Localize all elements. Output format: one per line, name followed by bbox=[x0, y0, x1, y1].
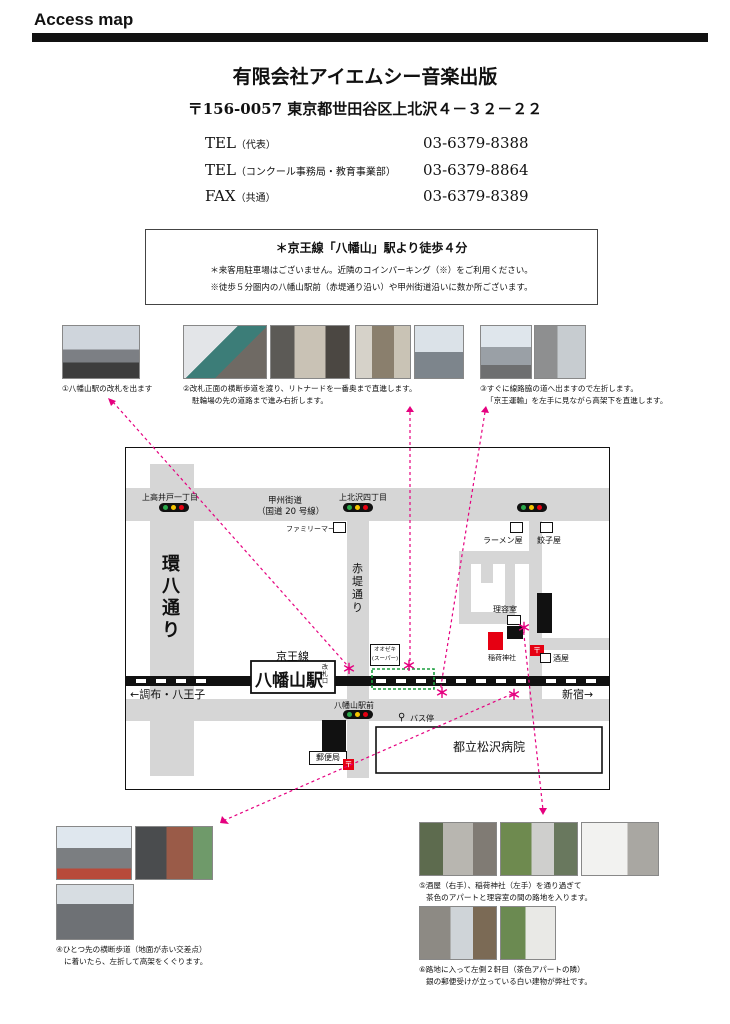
step1-caption: ①八幡山駅の改札を出ます bbox=[62, 384, 153, 393]
label-keio-line: 京王線 bbox=[276, 650, 309, 663]
step6-caption: ⑥路地に入って左側２軒目（茶色アパートの隣） bbox=[419, 965, 585, 974]
side-road-3 bbox=[459, 551, 471, 621]
side-road-4 bbox=[505, 551, 515, 621]
building-apartment bbox=[537, 593, 552, 633]
label-supermarket: (スーパー) bbox=[371, 656, 399, 662]
step6-photo-2 bbox=[500, 906, 556, 960]
bus-stop-icon: ⚲ bbox=[398, 712, 406, 723]
post-office: 郵便局 bbox=[309, 751, 347, 765]
label-ozeki: オオゼキ bbox=[373, 647, 396, 653]
page-heading: Access map bbox=[34, 10, 134, 29]
contact-number[interactable]: 03-6379-8388 bbox=[423, 134, 529, 152]
contact-number[interactable]: 03-6379-8389 bbox=[423, 187, 529, 205]
label-ramen: ラーメン屋 bbox=[483, 536, 523, 545]
contact-label: FAX bbox=[205, 187, 236, 205]
step6-photo-1 bbox=[419, 906, 497, 960]
step4-caption: ④ひとつ先の横断歩道（地面が赤い交差点） bbox=[56, 945, 207, 954]
step2-caption-2: 駐輪場の先の道路まで進み右折します。 bbox=[192, 396, 328, 405]
railway-keio bbox=[126, 676, 609, 686]
step4-caption-2: に着いたら、左折して高架をくぐります。 bbox=[64, 957, 208, 966]
route-point-icon: ＊ bbox=[507, 688, 521, 704]
step5-photo-1 bbox=[419, 822, 497, 876]
notice-coin-parking: ※徒歩５分圏内の八幡山駅前（赤堤通り沿い）や甲州街道沿いに数か所ございます。 bbox=[210, 283, 533, 293]
barber-icon bbox=[507, 615, 521, 625]
ramen-shop-icon bbox=[510, 522, 523, 533]
step5-photo-3 bbox=[581, 822, 659, 876]
company-building bbox=[488, 632, 503, 650]
label-ticket-gate: 改札口 bbox=[322, 664, 329, 685]
contact-note: （代表） bbox=[235, 140, 276, 151]
ritonado-area bbox=[371, 668, 435, 690]
route-point-icon: ＊ bbox=[342, 662, 356, 678]
company-name: 有限会社アイエムシー音楽出版 bbox=[232, 66, 498, 88]
step1-photo bbox=[62, 325, 140, 379]
contact-label: TEL bbox=[205, 134, 236, 152]
label-chofu-direction: ←調布・八王子 bbox=[130, 688, 206, 701]
step2-photo-4 bbox=[414, 325, 464, 379]
label-sakaya: 酒屋 bbox=[553, 654, 569, 663]
contact-tel-main: TEL（代表） 03-6379-8388 bbox=[205, 134, 529, 152]
notice-main: ＊京王線「八幡山」駅より徒歩４分 bbox=[275, 241, 468, 255]
building-post-block bbox=[322, 720, 346, 752]
label-ekimae: 八幡山駅前 bbox=[334, 701, 374, 710]
station-name: 八幡山駅 bbox=[255, 671, 323, 691]
gyoza-shop-icon bbox=[540, 522, 553, 533]
step3-photo-1 bbox=[480, 325, 532, 379]
label-kamitakaido: 上高井戸一丁目 bbox=[142, 493, 198, 502]
step4-photo-2 bbox=[135, 826, 213, 880]
heading-underline bbox=[32, 33, 708, 42]
step3-caption-2: 「京王運輸」を左手に見ながら高架下を直進します。 bbox=[486, 396, 668, 405]
company-address: 〒156-0057 東京都世田谷区上北沢４－３２－２２ bbox=[187, 100, 543, 118]
label-gyoza: 餃子屋 bbox=[537, 536, 561, 545]
label-riyoshitsu: 理容室 bbox=[493, 605, 517, 614]
notice-box: ＊京王線「八幡山」駅より徒歩４分 ＊来客用駐車場はございません。近隣のコインパー… bbox=[145, 229, 598, 305]
familymart-icon bbox=[333, 522, 346, 533]
label-shinjuku-direction: 新宿→ bbox=[562, 688, 594, 701]
label-hospital: 都立松沢病院 bbox=[452, 740, 525, 754]
building-shrine-block bbox=[507, 626, 523, 639]
notice-parking: ＊来客用駐車場はございません。近隣のコインパーキング（※）をご利用ください。 bbox=[210, 266, 533, 276]
route-point-icon: ＊ bbox=[517, 621, 531, 637]
label-route-20: （国道 20 号線） bbox=[257, 507, 325, 517]
traffic-light-icon bbox=[343, 503, 373, 512]
route-point-icon: ＊ bbox=[435, 686, 449, 702]
label-bus-stop: バス停 bbox=[410, 714, 434, 723]
label-akazutsumi: 赤堤通り bbox=[352, 562, 363, 614]
contact-tel-contest: TEL（コンクール事務局・教育事業部） 03-6379-8864 bbox=[205, 161, 529, 179]
ozeki-supermarket: オオゼキ (スーパー) bbox=[370, 644, 400, 666]
label-kamikitazawa: 上北沢四丁目 bbox=[339, 493, 387, 502]
step6-caption-2: 銀の郵便受けが立っている白い建物が弊社です。 bbox=[426, 977, 592, 986]
akazutsumi-road bbox=[347, 488, 369, 778]
step3-caption: ③すぐに線路脇の道へ出ますので左折します。 bbox=[480, 384, 638, 393]
step3-photo-2 bbox=[534, 325, 586, 379]
traffic-light-icon bbox=[343, 710, 373, 719]
post-office-icon: 〒 bbox=[343, 759, 354, 770]
step5-caption-2: 茶色のアパートと理容室の間の路地を入ります。 bbox=[426, 893, 593, 902]
step5-caption: ⑤酒屋（右手）、稲荷神社（左手）を通り過ぎて bbox=[419, 881, 582, 890]
label-kanpachi: 環八通り bbox=[162, 554, 180, 641]
station-box bbox=[250, 660, 336, 694]
step4-photo-3 bbox=[56, 884, 134, 940]
contact-fax: FAX（共通） 03-6379-8389 bbox=[205, 187, 529, 205]
contact-note: （共通） bbox=[235, 193, 276, 204]
route-point-icon: ＊ bbox=[402, 659, 416, 675]
contact-label: TEL bbox=[205, 161, 236, 179]
step2-caption: ②改札正面の横断歩道を渡り、リトナードを一番奥まで直進します。 bbox=[183, 384, 417, 393]
side-road-2 bbox=[481, 551, 493, 583]
contact-note: （コンクール事務局・教育事業部） bbox=[235, 167, 396, 178]
side-road-6 bbox=[542, 638, 609, 650]
label-inari-shrine: 稲荷神社 bbox=[488, 654, 516, 662]
step2-photo-1 bbox=[183, 325, 267, 379]
step5-photo-2 bbox=[500, 822, 578, 876]
contact-number[interactable]: 03-6379-8864 bbox=[423, 161, 529, 179]
step2-photo-3 bbox=[355, 325, 411, 379]
area-map: 上高井戸一丁目 甲州街道 （国道 20 号線） 上北沢四丁目 ファミリーマート … bbox=[125, 447, 610, 790]
side-road bbox=[459, 551, 542, 564]
traffic-light-icon bbox=[159, 503, 189, 512]
step4-photo-1 bbox=[56, 826, 132, 880]
traffic-light-icon bbox=[517, 503, 547, 512]
liquor-shop-icon bbox=[540, 653, 551, 663]
step2-photo-2 bbox=[270, 325, 350, 379]
